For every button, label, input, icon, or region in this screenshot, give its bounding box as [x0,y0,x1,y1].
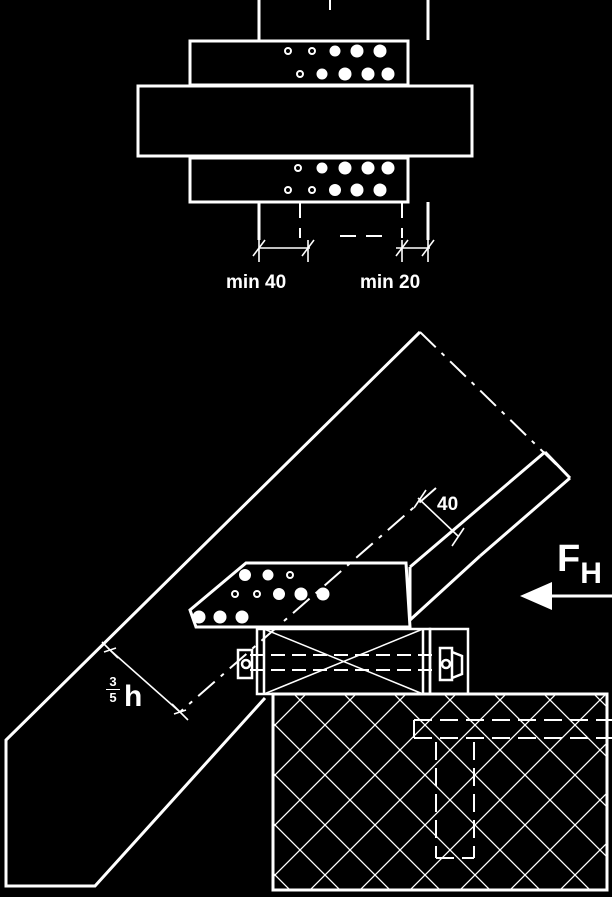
top-dimensions [252,239,435,262]
top-detail [136,0,474,240]
upper-plate-fasteners [284,44,395,81]
gusset-fasteners [192,569,330,624]
bearing-box [255,627,470,696]
horizontal-beam [136,84,474,158]
support-block-hatched [271,692,609,892]
dim-label-min-40: min 40 [226,272,287,293]
dim-three-fifths-h [101,641,189,721]
top-center-dashes [299,0,403,238]
height-label-h: h [124,680,143,713]
fraction-numerator: 3 [109,674,117,689]
force-label: FH [557,538,602,591]
fraction-bar [106,689,120,690]
lower-plate-fasteners [284,161,395,197]
force-main: F [557,538,581,580]
fraction-denominator: 5 [109,690,117,705]
embedded-anchor-dashed [413,719,612,859]
fraction-three-fifths: 3 5 [106,675,120,704]
dim-label-40: 40 [437,494,459,515]
bolt-ends [236,646,464,682]
force-arrow [520,582,612,610]
gusset-plate [188,561,412,629]
force-subscript: H [580,557,602,590]
dim-label-min-20: min 20 [360,272,421,293]
dim-40 [413,489,465,547]
bolt-dashed [250,654,440,671]
axis-dash-dot [179,331,571,713]
